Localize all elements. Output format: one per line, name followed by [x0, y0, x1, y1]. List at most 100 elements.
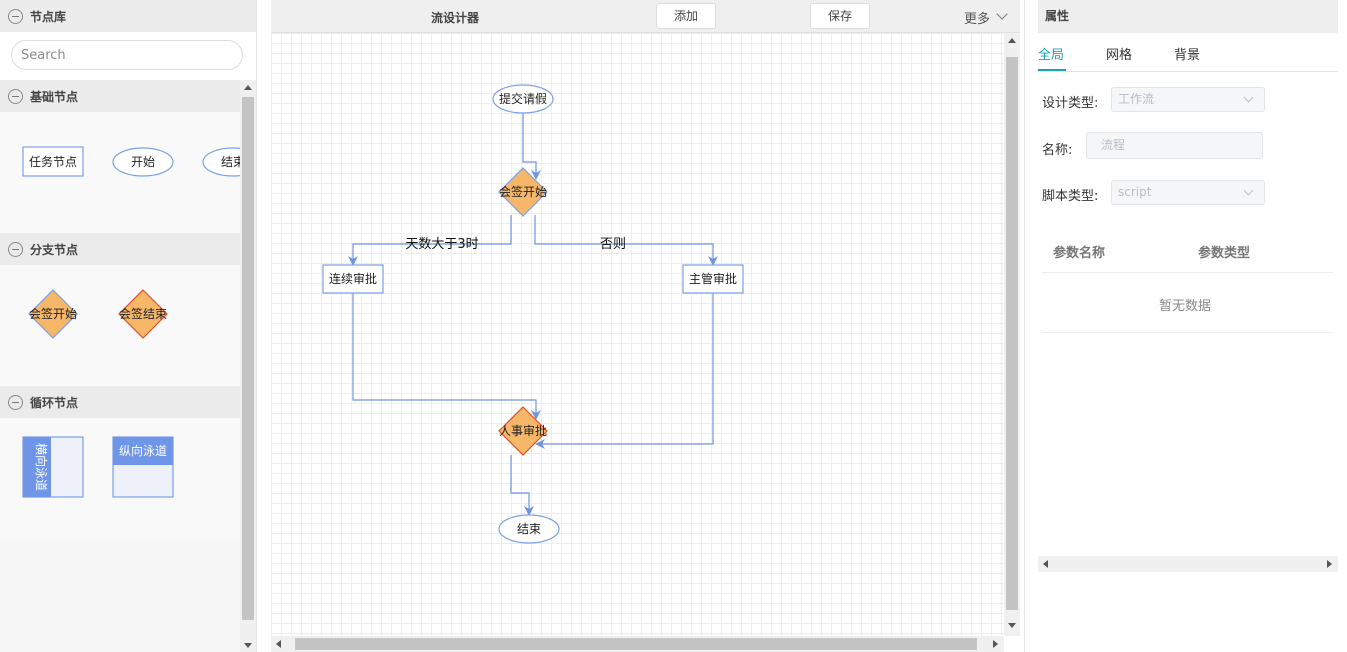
column-param-name: 参数名称 [1053, 246, 1106, 261]
node-countersign-start-label: 会签开始 [499, 184, 547, 199]
properties-panel: 属性 全局 网格 背景 设计类型: 工作流 名称: 流程 脚本类型: scrip… [1024, 0, 1347, 652]
edge-manager-to-hr[interactable] [535, 293, 714, 449]
palette-end-node[interactable]: 结束 [202, 147, 241, 177]
script-type-value: script [1118, 185, 1152, 199]
basic-nodes-palette: 任务节点 开始 结束 [22, 146, 241, 177]
tab-grid[interactable]: 网格 [1106, 48, 1133, 63]
node-library-panel: 节点库 基础节点 任务节点 开始 [0, 0, 257, 652]
node-manager-approval[interactable]: 主管审批 [682, 264, 744, 294]
edge-submit-to-countersign[interactable] [522, 113, 541, 180]
properties-horizontal-scrollbar[interactable] [1038, 556, 1338, 572]
group-body-basic: 任务节点 开始 结束 [0, 112, 241, 233]
palette-vertical-lane-label: 纵向泳道 [119, 443, 167, 458]
palette-start-node[interactable]: 开始 [112, 147, 174, 177]
scroll-down-icon[interactable] [244, 643, 252, 648]
designer-title: 流设计器 [431, 11, 480, 25]
add-button[interactable]: 添加 [656, 3, 716, 29]
scroll-up-icon[interactable] [1008, 38, 1016, 43]
search-bar [0, 32, 256, 80]
palette-countersign-start[interactable]: 会签开始 [28, 289, 78, 339]
scroll-right-icon[interactable] [993, 640, 998, 648]
collapse-icon[interactable] [8, 394, 23, 410]
design-type-select[interactable]: 工作流 [1111, 87, 1265, 112]
chevron-down-icon[interactable] [1243, 185, 1254, 196]
group-header-basic[interactable]: 基础节点 [0, 80, 241, 112]
palette-vertical-lane[interactable]: 纵向泳道 [112, 436, 174, 498]
collapse-icon[interactable] [8, 8, 23, 24]
flow-diagram: 天数大于3时 否则 提交请假 会签开始 连续审批 主管审批 [322, 84, 744, 544]
palette-start-node-label: 开始 [131, 155, 155, 169]
canvas-toolbar: 流设计器 添加 保存 更多 [271, 0, 1020, 33]
scroll-left-icon[interactable] [1043, 560, 1048, 568]
properties-tabs: 全局 网格 背景 [1038, 33, 1338, 72]
scroll-left-icon[interactable] [276, 640, 281, 648]
properties-header: 属性 [1038, 0, 1338, 33]
palette-countersign-end[interactable]: 会签结束 [118, 289, 168, 339]
palette-horizontal-lane[interactable]: 横向泳道 [22, 436, 84, 498]
scrollbar-thumb[interactable] [295, 638, 977, 650]
chevron-down-icon[interactable] [1243, 92, 1254, 103]
node-end[interactable]: 结束 [498, 514, 560, 544]
designer-canvas-area: 流设计器 添加 保存 更多 [271, 0, 1020, 652]
more-menu[interactable]: 更多 [964, 12, 991, 27]
palette-end-node-label: 结束 [221, 155, 241, 169]
node-countersign-start[interactable]: 会签开始 [498, 167, 548, 217]
tab-background[interactable]: 背景 [1174, 48, 1201, 63]
edge-otherwise[interactable] [534, 215, 718, 266]
group-header-branch[interactable]: 分支节点 [0, 233, 241, 265]
group-body-loop: 横向泳道 纵向泳道 [0, 418, 241, 539]
chevron-down-icon[interactable] [996, 8, 1008, 20]
node-submit[interactable]: 提交请假 [492, 84, 554, 114]
group-header-loop[interactable]: 循环节点 [0, 386, 241, 418]
script-type-select[interactable]: script [1111, 180, 1265, 205]
node-library-header[interactable]: 节点库 [0, 0, 256, 32]
table-header-divider [1042, 272, 1333, 273]
node-library-title: 节点库 [30, 9, 67, 24]
branch-nodes-palette: 会签开始 会签结束 [28, 289, 168, 339]
palette-countersign-end-label: 会签结束 [119, 306, 167, 321]
edge-label-otherwise: 否则 [600, 237, 626, 252]
design-type-value: 工作流 [1118, 92, 1155, 106]
palette-horizontal-lane-label: 横向泳道 [34, 443, 49, 491]
node-library-scrollbar[interactable] [240, 80, 256, 652]
node-groups-list: 基础节点 任务节点 开始 结束 [0, 80, 241, 652]
node-hr-approval-label: 人事审批 [499, 423, 547, 438]
table-empty-text: 暂无数据 [1159, 299, 1212, 314]
collapse-icon[interactable] [8, 88, 23, 104]
design-type-label: 设计类型: [1042, 96, 1099, 111]
name-input[interactable]: 流程 [1086, 132, 1263, 159]
flow-canvas[interactable]: 天数大于3时 否则 提交请假 会签开始 连续审批 主管审批 [271, 33, 1004, 636]
search-input[interactable] [11, 40, 243, 70]
script-type-label: 脚本类型: [1042, 189, 1099, 204]
canvas-vertical-scrollbar[interactable] [1004, 33, 1020, 636]
scroll-up-icon[interactable] [244, 85, 252, 90]
group-title: 分支节点 [30, 242, 79, 257]
table-bottom-divider [1042, 332, 1333, 333]
node-continuous-approval[interactable]: 连续审批 [322, 264, 384, 294]
scroll-down-icon[interactable] [1008, 623, 1016, 628]
save-button[interactable]: 保存 [810, 3, 870, 29]
palette-task-node[interactable]: 任务节点 [22, 146, 84, 177]
name-placeholder: 流程 [1101, 138, 1126, 152]
tab-global[interactable]: 全局 [1038, 48, 1065, 63]
node-continuous-approval-label: 连续审批 [329, 271, 377, 286]
edge-continuous-to-hr[interactable] [352, 293, 541, 420]
node-submit-label: 提交请假 [499, 91, 547, 106]
palette-task-node-label: 任务节点 [29, 154, 77, 169]
edge-hr-to-end[interactable] [510, 455, 534, 516]
scrollbar-thumb[interactable] [242, 97, 254, 620]
active-tab-indicator [1038, 69, 1066, 71]
group-body-branch: 会签开始 会签结束 [0, 265, 241, 386]
group-title: 循环节点 [30, 395, 79, 410]
group-title: 基础节点 [30, 89, 79, 104]
node-hr-approval[interactable]: 人事审批 [498, 406, 548, 456]
palette-countersign-start-label: 会签开始 [29, 306, 77, 321]
collapse-icon[interactable] [8, 241, 23, 257]
column-param-type: 参数类型 [1198, 246, 1251, 261]
canvas-horizontal-scrollbar[interactable] [271, 636, 1004, 652]
name-label: 名称: [1042, 143, 1073, 158]
scrollbar-thumb[interactable] [1006, 57, 1018, 610]
scroll-right-icon[interactable] [1327, 560, 1332, 568]
edge-days-gt-3[interactable] [348, 215, 512, 266]
